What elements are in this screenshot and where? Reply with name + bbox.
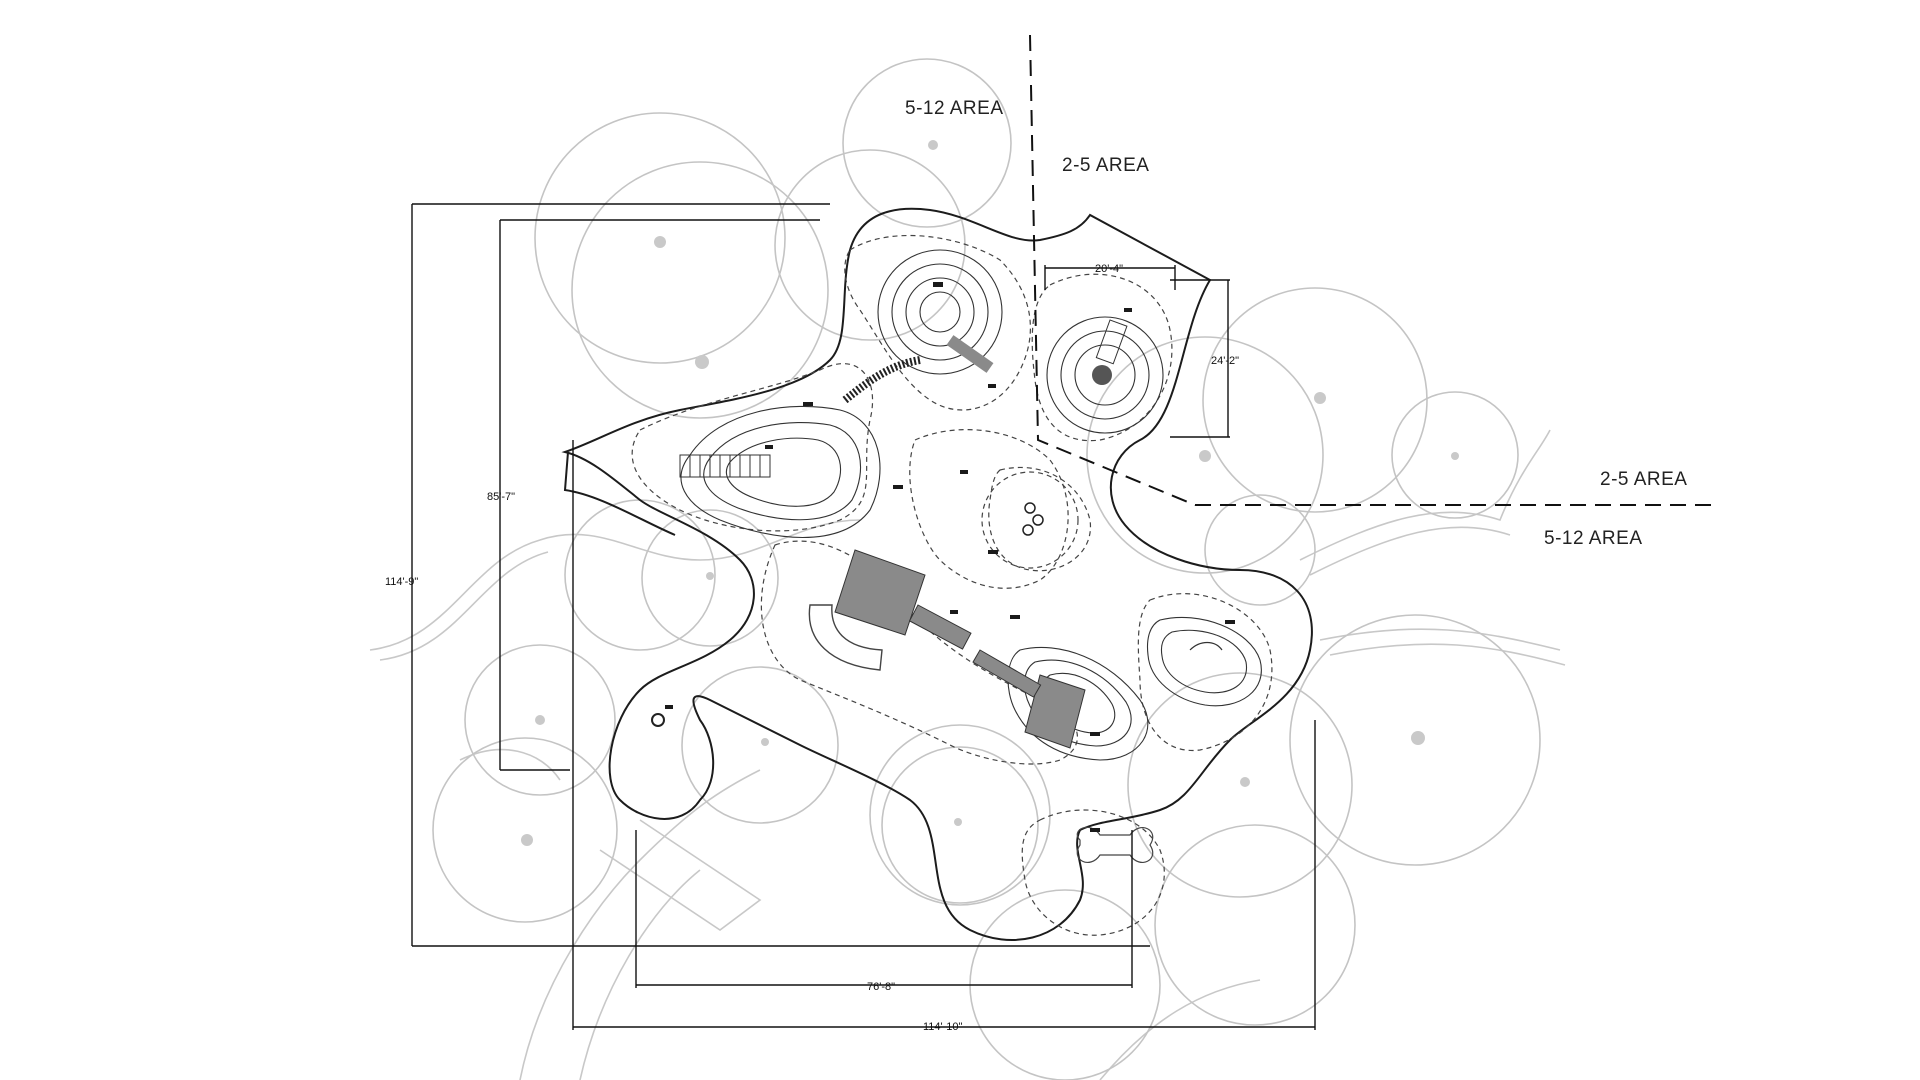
mound-contours [680,249,1262,761]
tree-canopy-icon [842,58,1012,228]
tree-canopy-icon [564,499,716,651]
dim-label-overall-height: 114'-9" [385,576,418,588]
climber-icon [679,454,771,478]
dim-label-overall-width: 114'-10" [923,1021,963,1033]
tree-trunk-icon [706,572,714,580]
area-label-2-5-right: 2-5 AREA [1600,469,1687,490]
tree-trunk-icon [954,818,962,826]
toddler-structure-icon [1092,319,1128,385]
bridge-icon [908,604,972,650]
tree-trunk-icon [928,140,938,150]
dim-label-toddler-width: 20'-4" [1095,263,1123,275]
bridge-icon [972,649,1042,698]
area-label-2-5-top: 2-5 AREA [1062,155,1149,176]
tree-trunk-icon [535,715,545,725]
tree-canopy-icon [1289,614,1541,866]
tree-canopy-icon [464,644,616,796]
tree-canopy-icon [1391,391,1519,519]
tube-slide-icon [842,356,921,404]
tree-trunk-icon [521,834,533,846]
tree-trunk-icon [654,236,666,248]
dim-label-inner-width: 76'-8" [867,981,895,993]
dimension-lines [411,203,1316,1030]
tree-canopy-icon [1202,287,1428,513]
sand-area-icon [1076,826,1154,863]
tree-trunk-icon [1314,392,1326,404]
area-label-5-12-right: 5-12 AREA [1544,528,1643,549]
play-tower-icon [1024,674,1086,749]
dim-label-inner-height: 85'-7" [487,491,515,503]
tree-trunk-icon [761,738,769,746]
tree-canopy-icon [869,724,1051,906]
tree-canopy-icon [432,737,618,923]
tree-trunk-icon [1199,450,1211,462]
boundary-tail [563,451,676,536]
tree-trunk-icon [695,355,709,369]
slide-icon [946,335,994,373]
tree-trunk-icon [1240,777,1250,787]
tree-canopy-icon [1204,494,1316,606]
play-equipment [651,282,1235,863]
tree-canopy-icon [571,161,829,419]
tree-canopy-icon [774,149,966,341]
tree-canopy-icon [1154,824,1356,1026]
tree-canopies [432,58,1541,1080]
dim-label-toddler-height: 24'-2" [1211,355,1239,367]
tree-canopy-icon [681,666,839,824]
tree-canopy-icon [534,112,786,364]
area-label-5-12-top: 5-12 AREA [905,98,1004,119]
playground-boundary [561,207,1313,941]
stepping-pods-icon [1022,502,1044,536]
tree-canopy-icon [641,509,779,647]
tree-canopy-icon [1086,336,1324,574]
tree-trunk-icon [1451,452,1459,460]
slide-icon [808,604,883,671]
spinner-icon [651,713,665,727]
tree-canopy-icon [881,746,1039,904]
tree-trunk-icon [1411,731,1425,745]
tree-canopy-icon [1127,672,1353,898]
walkway-lines [369,429,1566,1080]
play-tower-icon [834,549,926,636]
age-area-divider [1029,34,1720,506]
